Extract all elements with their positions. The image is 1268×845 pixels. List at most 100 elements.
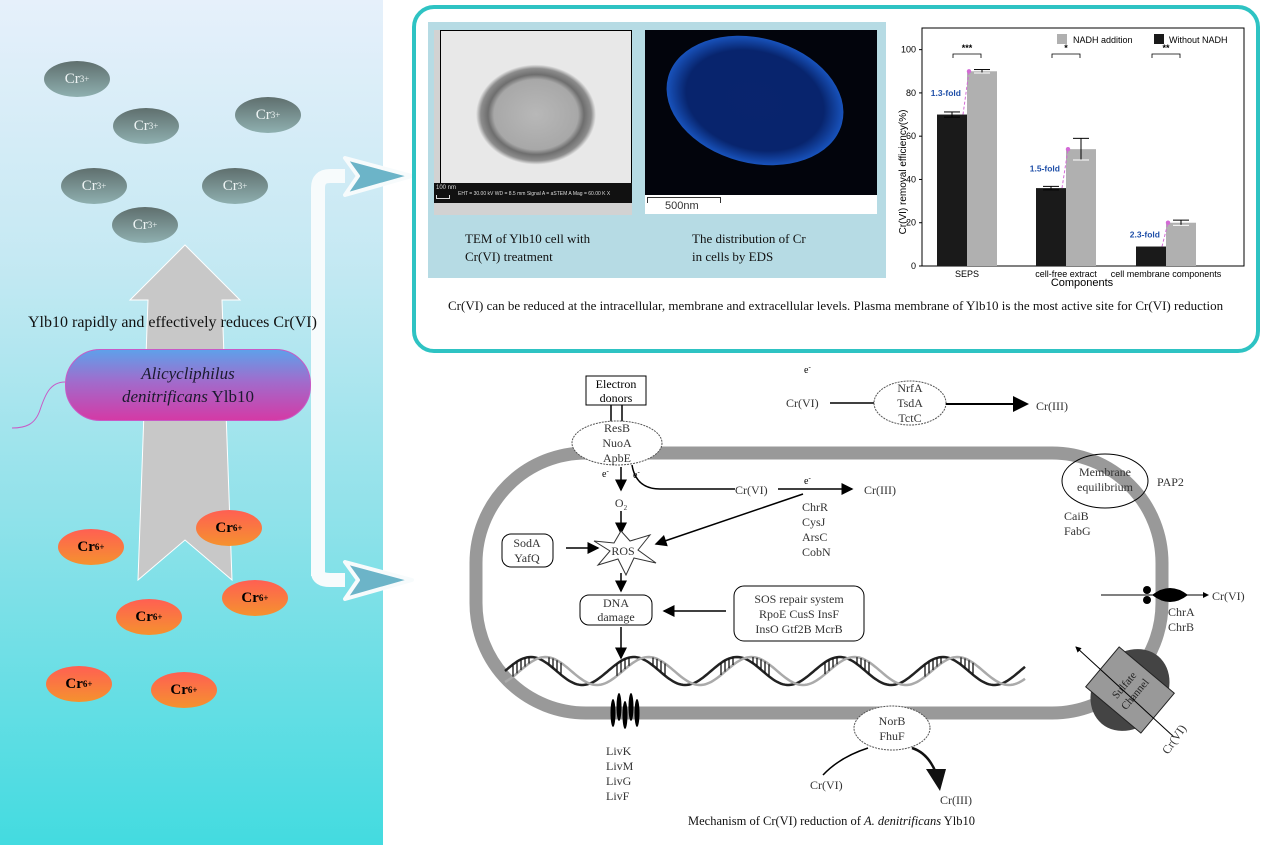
x-tick-label: cell membrane components (1111, 269, 1222, 279)
nuoa-label: NuoA (602, 436, 632, 450)
membrane-equilibrium (1061, 453, 1149, 509)
cr6-to-norb (822, 747, 869, 776)
legend-nadh-addition: NADH addition (1073, 35, 1133, 45)
significance-bracket (1051, 53, 1081, 58)
y-tick-label: 40 (906, 174, 916, 184)
significance-marker: *** (962, 43, 973, 53)
y-tick-label: 0 (911, 261, 916, 271)
eds-cr-distribution (651, 30, 859, 185)
membrane-eq-label: Membrane (1079, 465, 1131, 479)
y-tick-label: 20 (906, 218, 916, 228)
electron-donors-label: donors (600, 391, 633, 405)
liv-transporter (610, 693, 640, 729)
nrfa-label: NrfA (897, 381, 923, 395)
yafq-label: YafQ (514, 551, 540, 565)
dna-damage-label: damage (597, 610, 634, 624)
fold-arrow-head (1065, 146, 1071, 152)
bar-without-nadh (1036, 188, 1066, 266)
significance-marker: ** (1162, 43, 1170, 53)
bar-nadh-addition (1066, 149, 1096, 266)
cr6-label: Cr(VI) (1212, 589, 1245, 603)
arrow-to-ros (654, 493, 804, 547)
caib-label: CaiB (1064, 509, 1089, 523)
x-axis-label: Components (1051, 277, 1114, 289)
y-tick-label: 60 (906, 131, 916, 141)
electron-to-cr6 (631, 464, 735, 490)
fold-label: 1.3-fold (931, 88, 961, 98)
cr6-label: Cr(VI) (810, 778, 843, 792)
fold-arrow (962, 71, 970, 115)
arrow-to-mechanism (343, 560, 414, 601)
cell-membrane (469, 446, 1169, 720)
tem-info-bar: 100 nm EHT = 30.00 kV WD = 8.5 mm Signal… (434, 183, 632, 203)
left-arrows (11, 156, 414, 601)
norb-label: NorB (879, 714, 906, 728)
electron-label: e- (602, 467, 609, 480)
organism-species: denitrificans Ylb10 (121, 387, 255, 406)
summary-text: Cr(VI) can be reduced at the intracellul… (448, 298, 1224, 313)
fold-arrow-head (966, 69, 972, 74)
resb-label: ResB (604, 421, 630, 435)
o2-label: O2 (615, 496, 628, 512)
ros-label: ROS (611, 544, 634, 558)
connector-path (311, 169, 345, 576)
tem-caption: TEM of Ylb10 cell with Cr(VI) treatment (465, 231, 591, 264)
mechanism-diagram: Electron donors ResB NuoA ApbE e- O2 e- … (469, 363, 1245, 828)
tem-scale-label: 100 nm (436, 185, 457, 191)
eds-caption: The distribution of Cr in cells by EDS (692, 231, 806, 264)
chra-transporter (1152, 588, 1188, 602)
norb-arrowhead (926, 769, 946, 791)
tem-info: EHT = 30.00 kV WD = 8.5 mm Signal A = aS… (458, 191, 611, 197)
dna-damage-box (579, 594, 653, 626)
tsda-label: TsdA (897, 396, 923, 410)
fabg-label: FabG (1064, 524, 1091, 538)
organism-genus: Alicycliphilus (141, 364, 235, 383)
chromate-reductase-label: ArsC (802, 530, 827, 544)
legend-swatch-without (1154, 34, 1164, 44)
sos-repair-box (733, 585, 865, 642)
tem-scale-bar (436, 195, 450, 199)
sos-title: SOS repair system (754, 592, 844, 606)
x-tick-label: SEPS (955, 269, 979, 279)
significance-bracket (1151, 53, 1181, 58)
cr6-label: Cr(VI) (735, 483, 768, 497)
eds-scale-bar (647, 197, 721, 203)
mechanism-caption: Mechanism of Cr(VI) reduction of A. deni… (688, 814, 975, 828)
cr6-label: Cr(VI) (786, 396, 819, 410)
soda-yafq-box (501, 533, 554, 568)
eds-scale: 500nm (645, 195, 877, 214)
bar-nadh-addition (1166, 222, 1196, 266)
y-axis-label: Cr(VI) removal efficiency(%) (898, 110, 909, 235)
apbe-label: ApbE (603, 451, 631, 465)
fold-arrow (1161, 222, 1169, 247)
flagellum (11, 381, 66, 429)
sulfate-channel: Sulfate Channel (1085, 646, 1175, 734)
chra-transporter (1143, 596, 1151, 604)
significance-marker: * (1064, 43, 1068, 53)
ros-star (593, 530, 657, 577)
tem-cell (440, 30, 632, 184)
chromate-reductase-label: ChrR (802, 500, 828, 514)
fold-label: 2.3-fold (1130, 230, 1160, 240)
electron-donors-label: Electron (596, 377, 637, 391)
x-tick-label: cell-free extract (1035, 269, 1097, 279)
dna-damage-label: DNA (603, 596, 629, 610)
sulfate-influx-arrow (1075, 646, 1175, 738)
electron-label: e- (804, 474, 811, 487)
cr3-label: Cr(III) (864, 483, 896, 497)
cr3-label: Cr(III) (1036, 399, 1068, 413)
chromate-reductase-label: CobN (802, 545, 831, 559)
bar-without-nadh (1136, 246, 1166, 266)
liv-gene-label: LivK (606, 744, 632, 758)
